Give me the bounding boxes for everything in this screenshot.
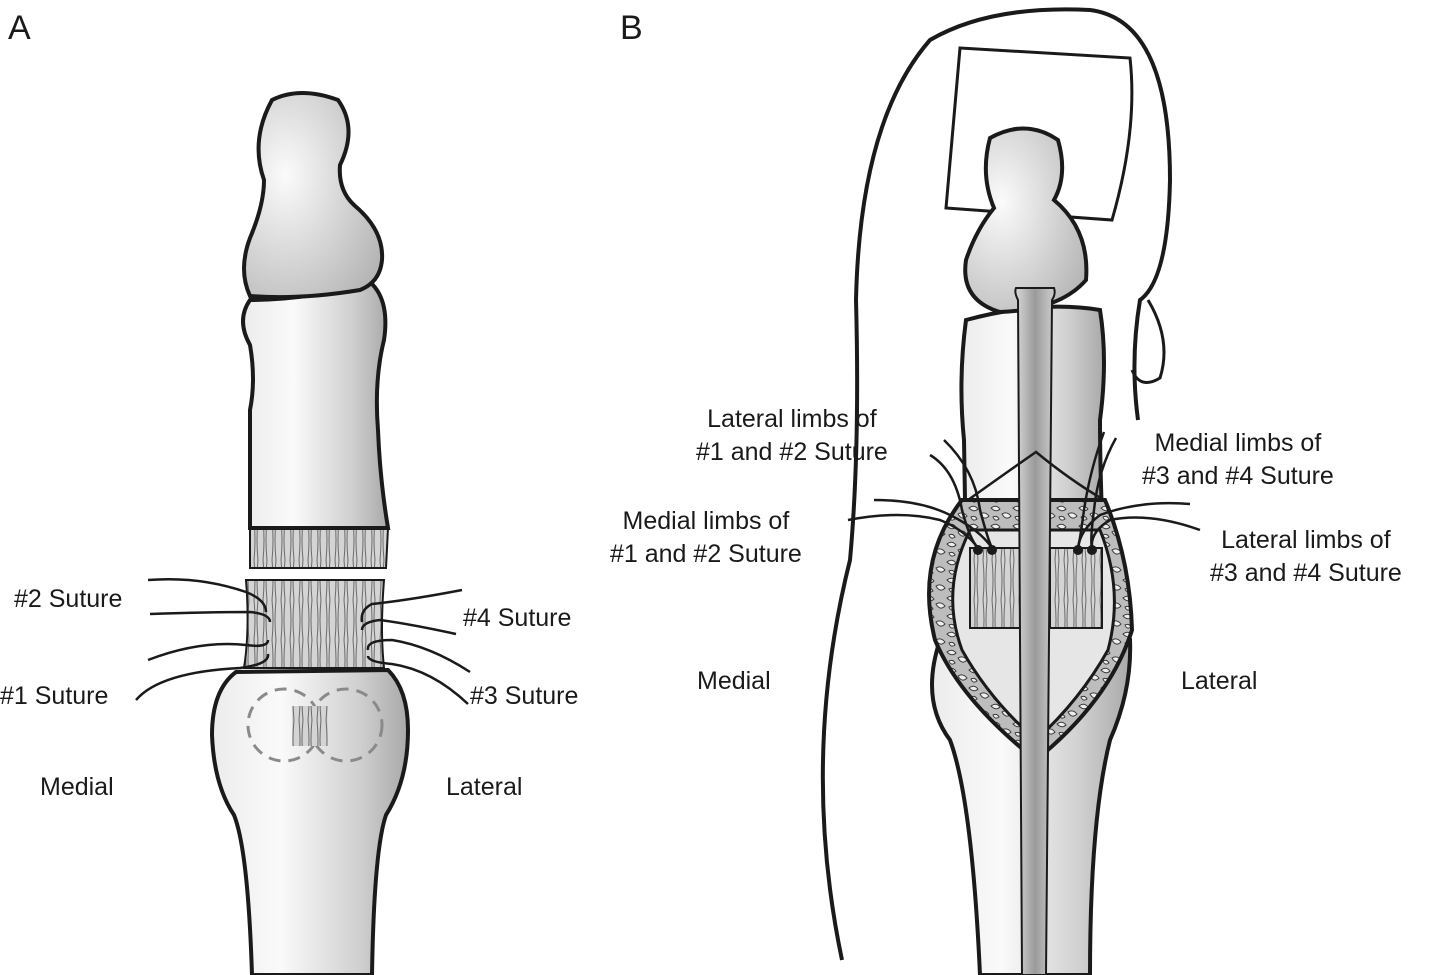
panel-b-distal-phalanx bbox=[963, 126, 1089, 315]
label-medial-limbs-34-line2: #3 and #4 Suture bbox=[1142, 462, 1334, 490]
label-suture-3: #3 Suture bbox=[470, 682, 579, 710]
label-medial-limbs-12-line1: Medial limbs of bbox=[622, 507, 790, 535]
label-medial-limbs-12-line2: #1 and #2 Suture bbox=[610, 540, 802, 568]
panel-a-letter: A bbox=[8, 9, 31, 47]
panel-a-metacarpal bbox=[209, 667, 411, 975]
panel-b-letter: B bbox=[620, 9, 643, 47]
label-medial-limbs-34: Medial limbs of #3 and #4 Suture bbox=[1142, 427, 1334, 493]
panel-a-finger bbox=[135, 91, 471, 975]
panel-a-middle-phalanx bbox=[241, 279, 391, 530]
label-medial-limbs-34-line1: Medial limbs of bbox=[1154, 429, 1322, 457]
label-medial-limbs-12: Medial limbs of #1 and #2 Suture bbox=[610, 505, 802, 571]
label-lateral-limbs-12-line2: #1 and #2 Suture bbox=[696, 438, 888, 466]
label-lateral-limbs-12-line1: Lateral limbs of bbox=[707, 405, 877, 433]
bone-tunnel-lateral bbox=[308, 687, 384, 763]
label-lateral-limbs-34-line2: #3 and #4 Suture bbox=[1210, 559, 1402, 587]
label-a-medial: Medial bbox=[40, 773, 114, 801]
label-b-lateral: Lateral bbox=[1181, 667, 1258, 695]
label-lateral-limbs-34-line1: Lateral limbs of bbox=[1221, 526, 1391, 554]
label-a-lateral: Lateral bbox=[446, 773, 523, 801]
panel-a-distal-phalanx bbox=[242, 91, 385, 300]
panel-b-finger bbox=[820, 7, 1201, 975]
label-suture-2: #2 Suture bbox=[14, 585, 123, 613]
panel-a-distal-stump bbox=[249, 527, 390, 569]
label-suture-1: #1 Suture bbox=[0, 682, 109, 710]
label-suture-4: #4 Suture bbox=[463, 604, 572, 632]
panel-a-tendon-repair bbox=[242, 579, 386, 669]
label-lateral-limbs-34: Lateral limbs of #3 and #4 Suture bbox=[1210, 524, 1402, 590]
panel-b-hand-outline bbox=[820, 7, 1173, 961]
label-lateral-limbs-12: Lateral limbs of #1 and #2 Suture bbox=[696, 403, 888, 469]
label-b-medial: Medial bbox=[697, 667, 771, 695]
